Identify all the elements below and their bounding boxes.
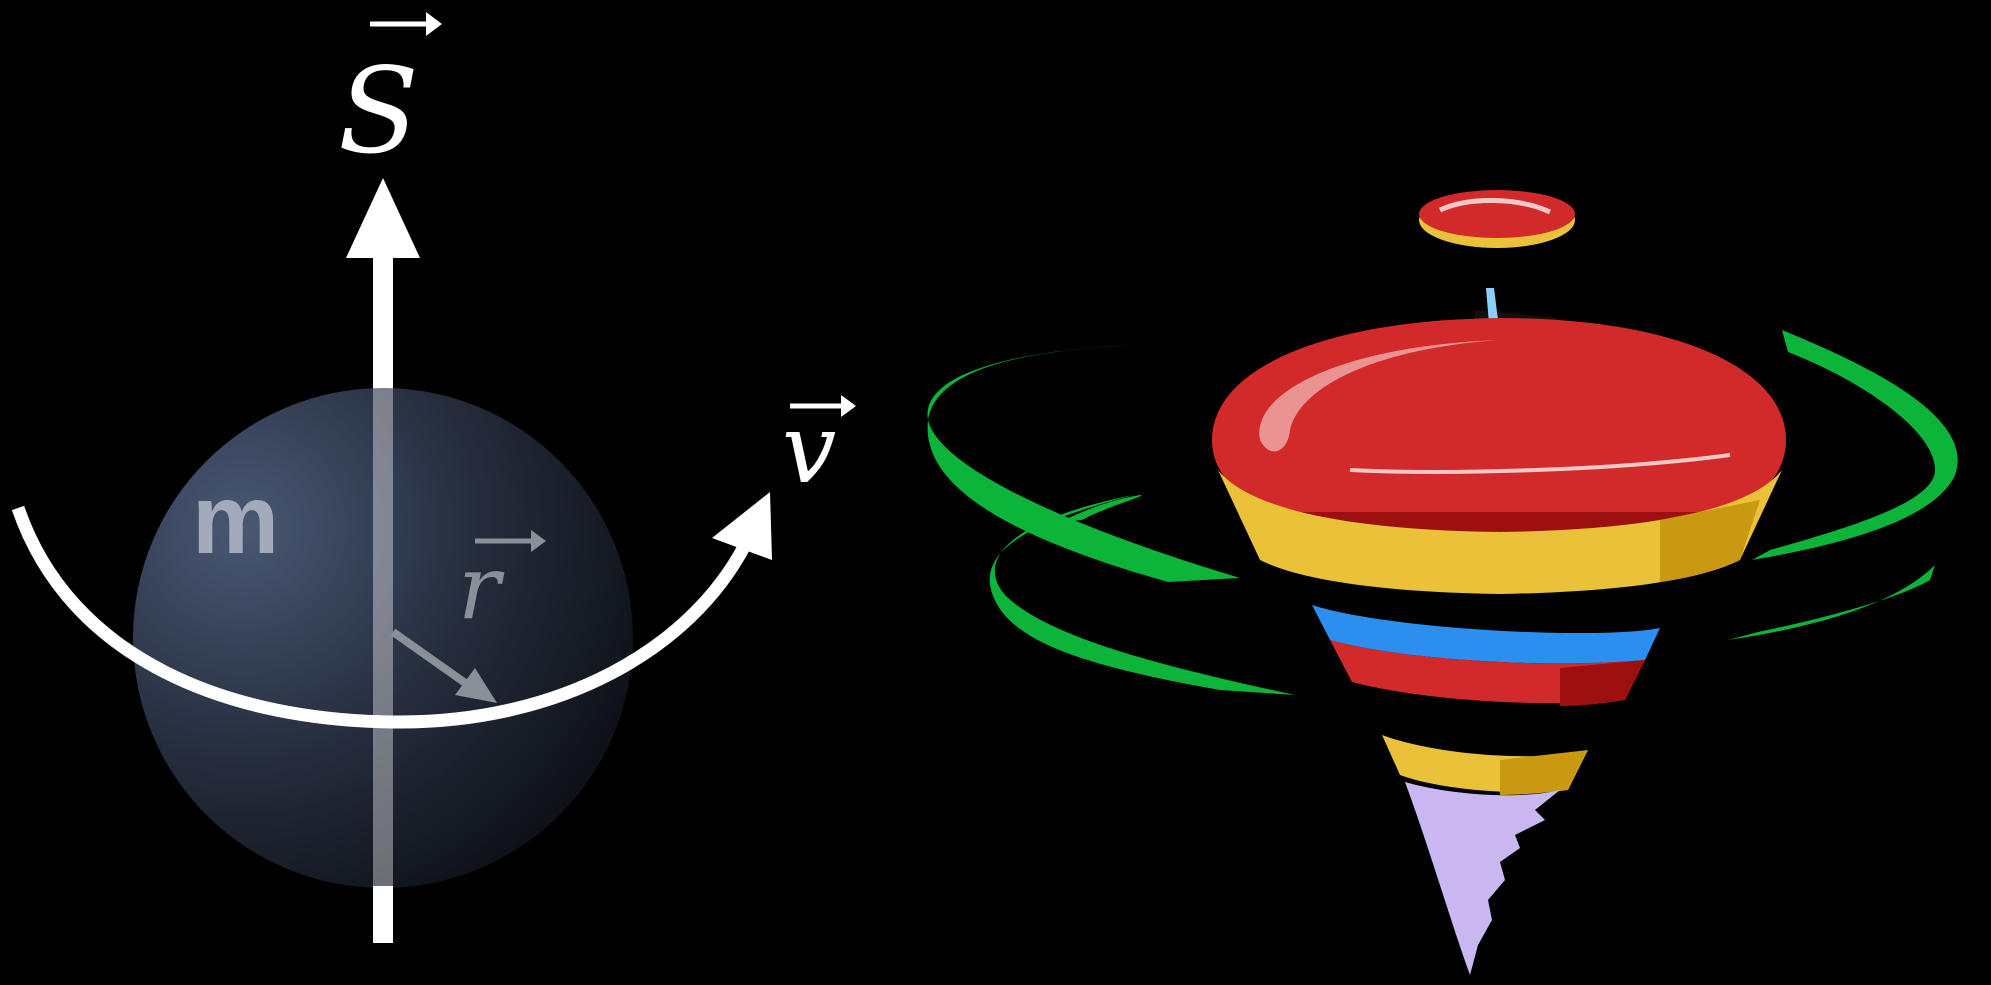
radius-label: r (458, 530, 546, 639)
spin-label-text: S (338, 42, 419, 180)
mass-sphere (133, 388, 633, 888)
spin-label: S (338, 12, 442, 180)
spinning-sphere-icon (11, 178, 772, 943)
mass-label: m (192, 464, 279, 574)
rotation-arc (11, 505, 751, 729)
spin-axis-bottom (373, 886, 393, 943)
radius-label-text: r (458, 536, 505, 639)
velocity-label-text: v (782, 393, 836, 505)
radius-arrow (390, 628, 497, 703)
spinning-top-icon (927, 190, 1958, 975)
spin-arrow-head (346, 178, 420, 258)
motion-swirl-icon (1060, 495, 1142, 522)
vector-arrow-icon (475, 530, 546, 552)
rotation-arc-head (712, 492, 772, 560)
motion-swirl-icon (927, 330, 1958, 695)
vector-arrow-icon (790, 395, 856, 417)
spin-axis-top (373, 252, 393, 392)
velocity-label: v (782, 393, 856, 505)
vector-arrow-icon (370, 12, 442, 36)
spin-axis-inside (373, 388, 393, 888)
